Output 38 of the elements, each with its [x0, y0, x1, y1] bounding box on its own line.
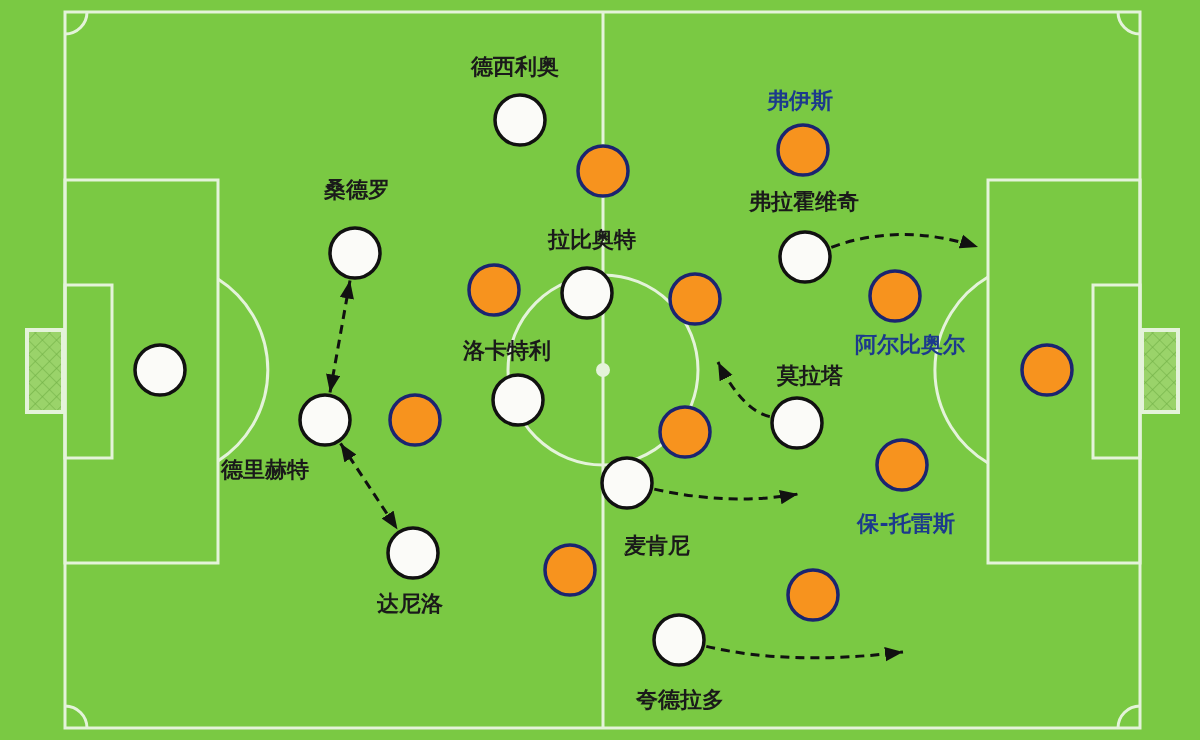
- player-marker: [652, 613, 706, 667]
- player-name: 达尼洛: [377, 591, 443, 617]
- player-marker: [668, 272, 722, 326]
- player-marker: [868, 269, 922, 323]
- player-name: 桑德罗: [324, 177, 390, 203]
- player-marker: [875, 438, 929, 492]
- player-marker: [600, 456, 654, 510]
- player-marker: [491, 373, 545, 427]
- player-name: 夸德拉多: [636, 687, 724, 713]
- dashed-arrow: [706, 644, 904, 662]
- player-name: 弗伊斯: [767, 88, 833, 114]
- double-headed-arrow: [339, 442, 399, 531]
- player-marker: [786, 568, 840, 622]
- player-marker: [778, 230, 832, 284]
- player-marker: [658, 405, 712, 459]
- player-marker: [1020, 343, 1074, 397]
- player-marker: [386, 526, 440, 580]
- player-marker: [770, 396, 824, 450]
- dashed-arrow: [654, 487, 799, 504]
- player-marker: [388, 393, 442, 447]
- player-marker: [298, 393, 352, 447]
- player-name: 弗拉霍维奇: [749, 189, 859, 215]
- player-marker: [493, 93, 547, 147]
- player-name: 保-托雷斯: [857, 511, 955, 537]
- player-name: 德西利奥: [471, 54, 559, 80]
- player-name: 麦肯尼: [624, 533, 690, 559]
- player-marker: [133, 343, 187, 397]
- player-name: 德里赫特: [221, 457, 309, 483]
- double-headed-arrow: [326, 280, 354, 393]
- player-marker: [576, 144, 630, 198]
- player-marker: [560, 266, 614, 320]
- player-marker: [467, 263, 521, 317]
- dashed-arrow: [716, 361, 771, 419]
- player-marker: [328, 226, 382, 280]
- player-marker: [543, 543, 597, 597]
- player-marker: [776, 123, 830, 177]
- player-name: 莫拉塔: [777, 363, 843, 389]
- dashed-arrow: [830, 233, 979, 249]
